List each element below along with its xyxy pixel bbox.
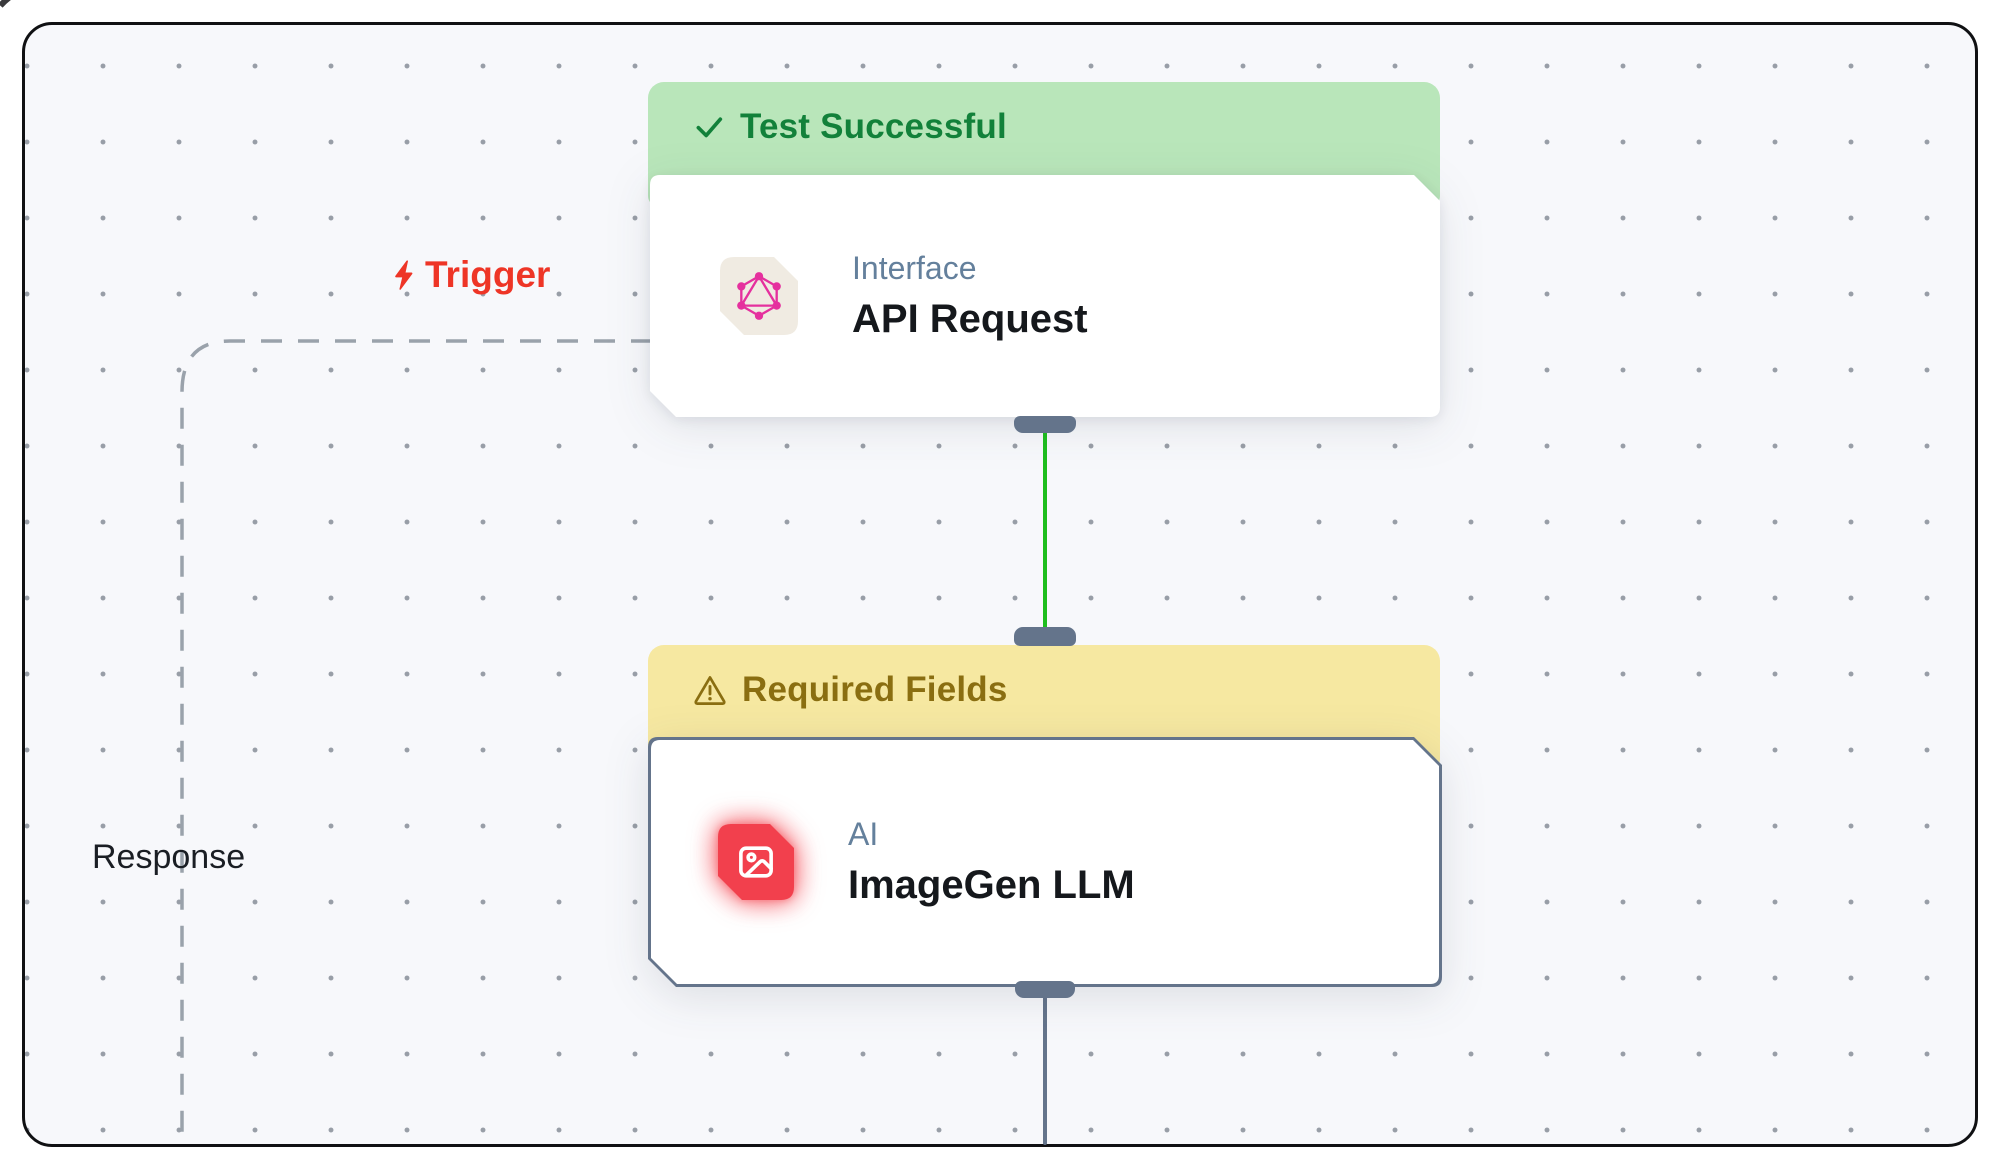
warning-icon (694, 676, 726, 705)
node-icon-glow (718, 824, 794, 900)
lightning-bolt-icon (395, 260, 413, 290)
response-edge-label-text: Response (92, 838, 246, 876)
node-category-label: Interface (852, 250, 977, 287)
node-api-request-output-handle[interactable] (1014, 416, 1076, 433)
node-icon-tile (718, 824, 794, 900)
node-imagegen-llm[interactable]: AI ImageGen LLM (648, 737, 1442, 987)
node-icon-tile (720, 257, 798, 335)
node-title: ImageGen LLM (848, 862, 1135, 907)
response-edge-label: Response (92, 838, 245, 877)
check-icon (696, 117, 723, 138)
edge-api-to-imagegen[interactable] (1043, 429, 1047, 631)
warning-banner-text: Required Fields (742, 670, 1008, 709)
node-imagegen-output-handle[interactable] (1015, 981, 1075, 998)
trigger-edge-label: Trigger (388, 254, 550, 296)
edge-imagegen-output[interactable] (1043, 995, 1047, 1145)
node-api-request[interactable]: Interface API Request (650, 175, 1440, 417)
graphql-icon (733, 270, 785, 322)
image-icon (731, 837, 781, 887)
trigger-edge-label-text: Trigger (425, 254, 551, 295)
node-category-label: AI (848, 816, 879, 853)
node-title: API Request (852, 296, 1088, 341)
status-banner-text: Test Successful (740, 107, 1007, 146)
node-imagegen-input-handle[interactable] (1014, 627, 1076, 646)
